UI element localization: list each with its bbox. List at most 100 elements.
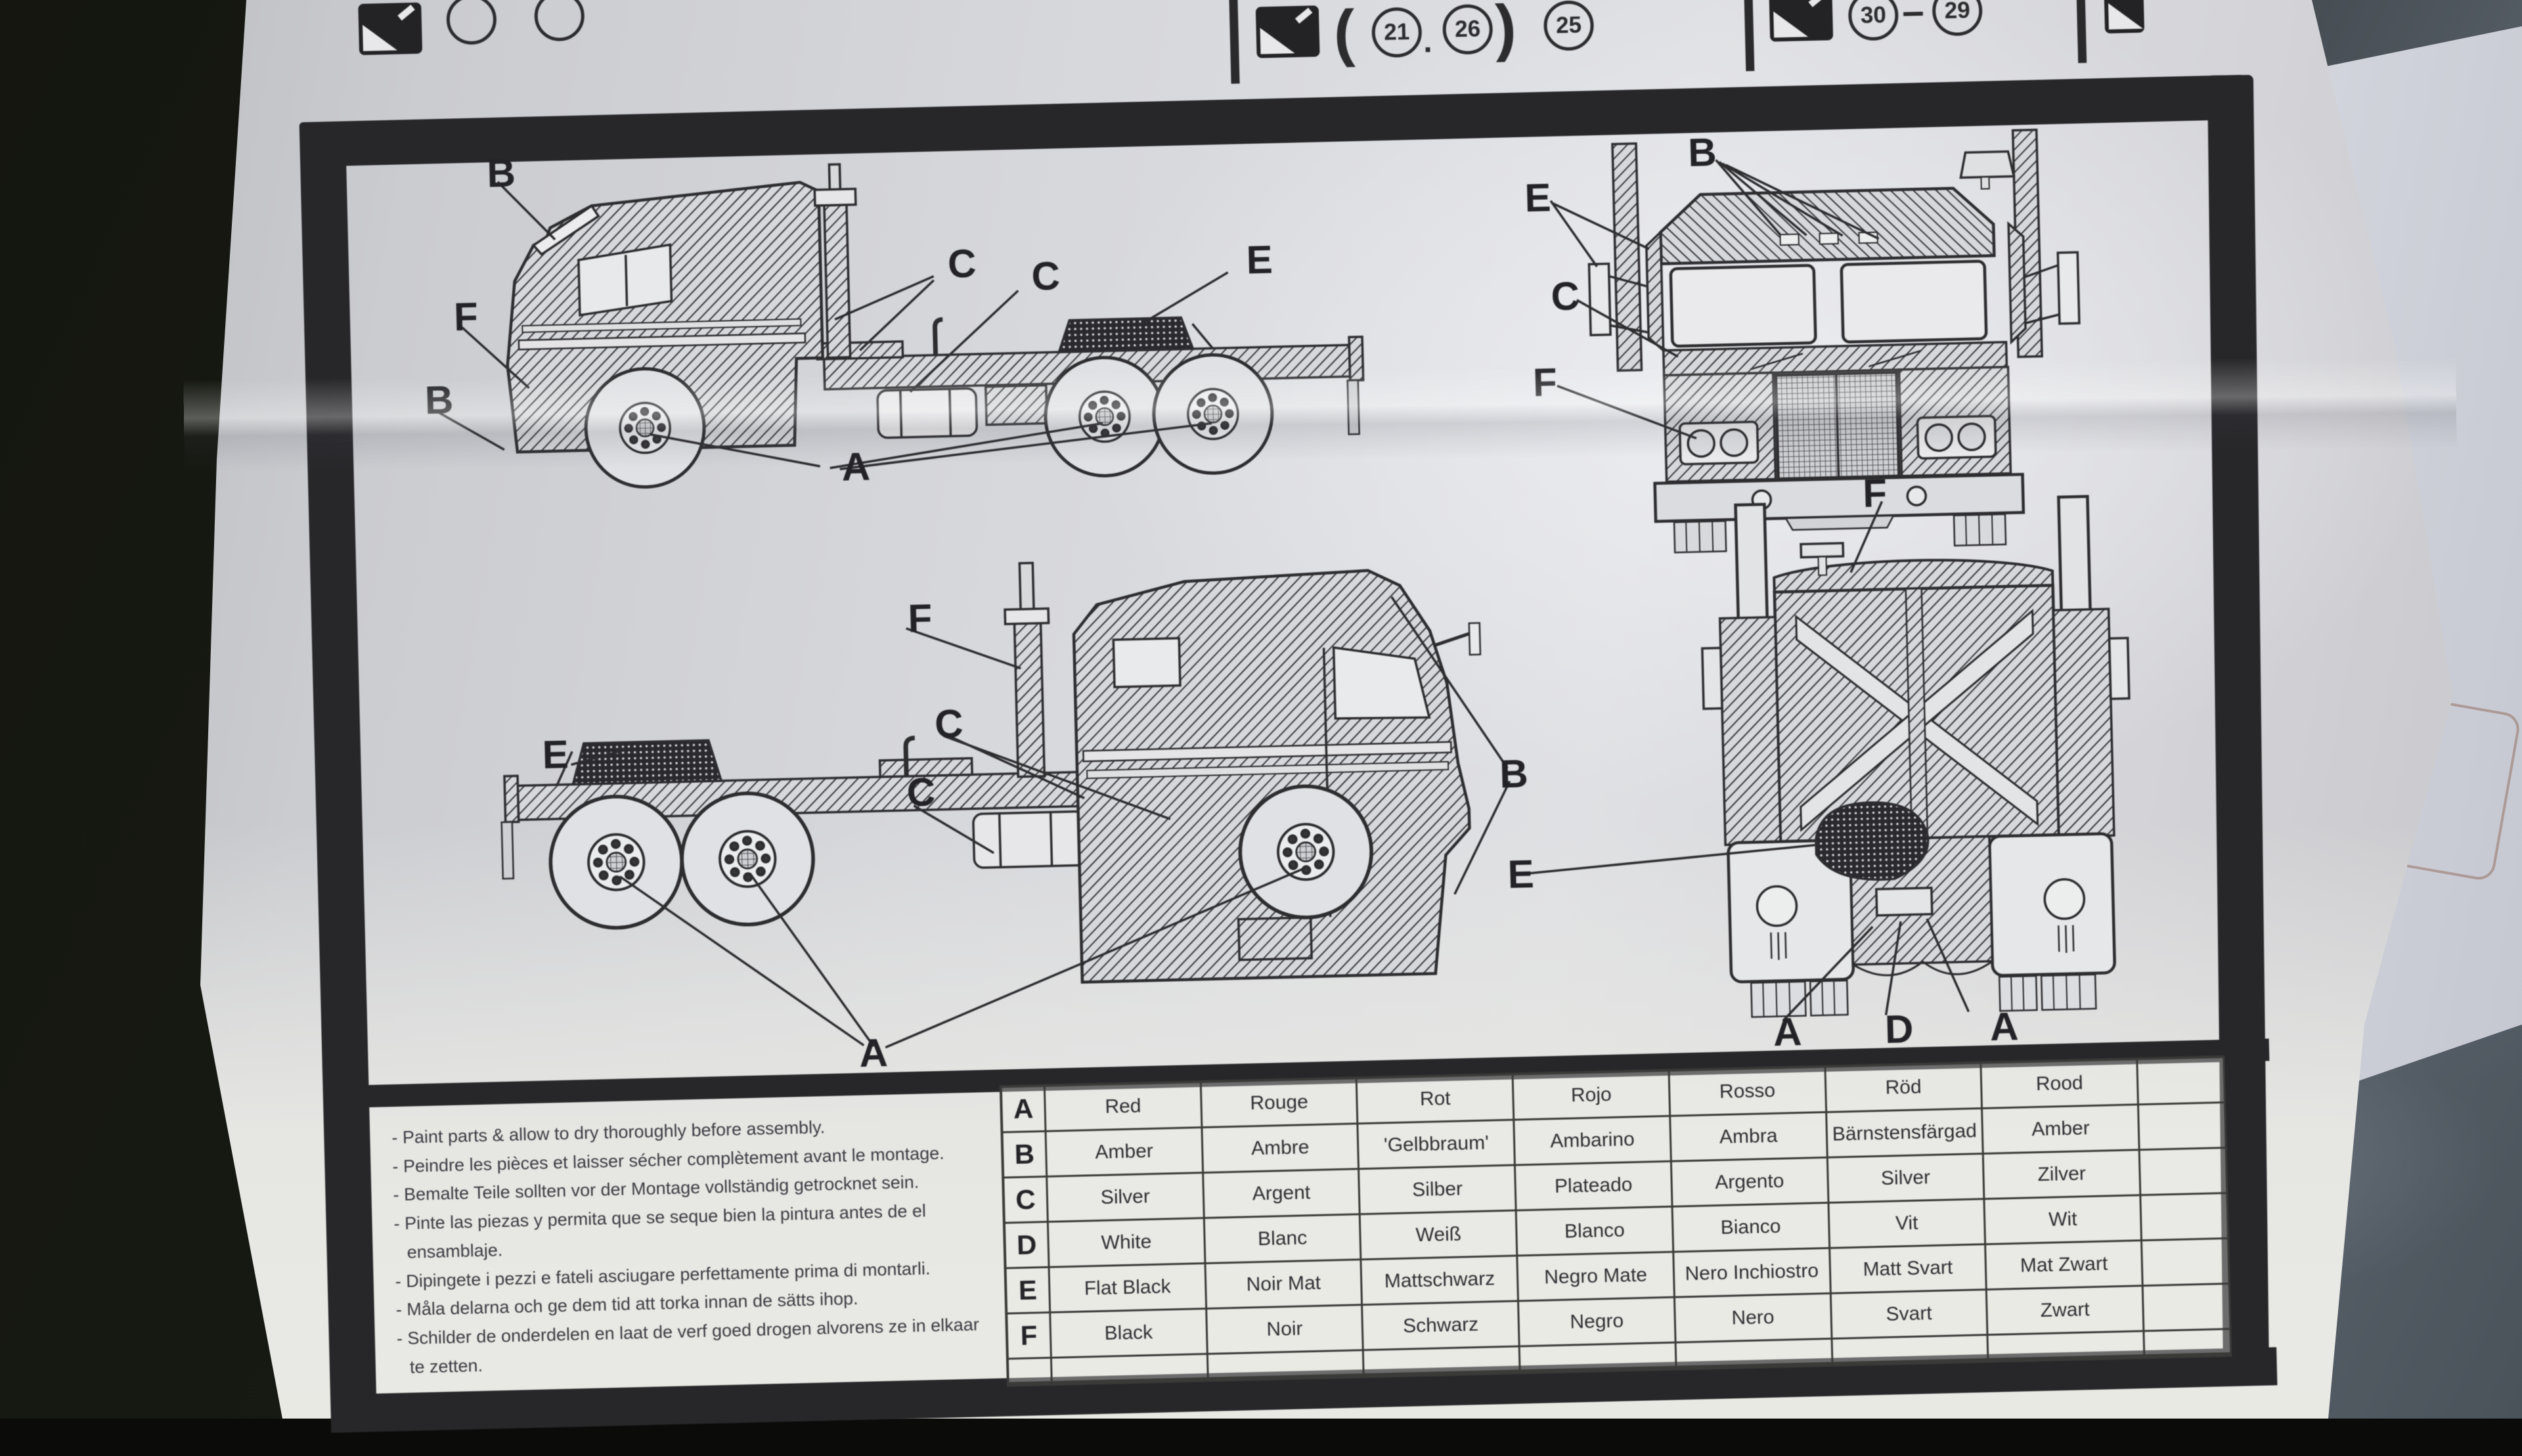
paint-icon (1255, 5, 1320, 58)
printed-content: ( 21 . 26 ) 25 30 – 29 (259, 0, 2303, 1456)
color-name-cell: Vit (1829, 1200, 1987, 1249)
color-name-cell: Silver (1048, 1174, 1205, 1223)
color-code-cell: E (1006, 1268, 1051, 1315)
step-number-circle (533, 0, 585, 42)
leader-lines (433, 181, 1229, 471)
empty-cell (1676, 1339, 1834, 1368)
paint-icon (358, 2, 423, 55)
empty-cell (2140, 1149, 2228, 1197)
color-name-cell: 'Gelbbraum' (1358, 1120, 1516, 1170)
color-name-cell: Ambre (1203, 1124, 1360, 1174)
callout-label: F (1862, 470, 1888, 516)
color-name-cell: White (1048, 1219, 1206, 1268)
color-name-cell: Schwarz (1363, 1302, 1520, 1352)
callout-label: F (1532, 360, 1559, 405)
diagram-side-view-top (433, 163, 1365, 492)
diagram-rear-view (1519, 495, 2131, 1022)
leader-lines (1519, 500, 1970, 1022)
empty-cell (2142, 1239, 2230, 1287)
color-name-cell: Mat Zwart (1986, 1241, 2144, 1291)
color-name-cell: Plateado (1516, 1162, 1673, 1212)
step-number-circle: 26 (1442, 3, 1493, 55)
callout-label: C (1550, 274, 1581, 319)
color-code-cell: D (1005, 1222, 1050, 1269)
diagram-front-view (1549, 128, 2081, 554)
color-name-cell: Silver (1828, 1155, 1985, 1204)
paint-icon (1769, 0, 1834, 42)
color-name-cell: Argento (1671, 1158, 1830, 1208)
empty-cell (1008, 1358, 1053, 1384)
color-name-cell: Negro Mate (1518, 1252, 1675, 1302)
notes-list: Paint parts & allow to dry thoroughly be… (384, 1109, 998, 1382)
color-name-cell: Blanco (1516, 1207, 1675, 1257)
paint-icon (2104, 0, 2145, 34)
color-name-cell: Ambarino (1515, 1116, 1672, 1166)
callout-label: D (1884, 1007, 1915, 1052)
color-name-cell: Negro (1519, 1298, 1677, 1348)
empty-cell (2141, 1193, 2230, 1242)
empty-cell (1988, 1332, 2146, 1360)
color-code-cell: F (1007, 1313, 1052, 1360)
step-number-circle: 25 (1543, 0, 1595, 51)
panel-divider (1744, 0, 1755, 72)
color-code-cell: B (1003, 1132, 1048, 1179)
empty-cell (1520, 1343, 1677, 1372)
panel-divider (2075, 0, 2087, 64)
dash: – (1901, 0, 1925, 33)
color-name-cell: Silber (1360, 1166, 1517, 1216)
color-name-cell: Amber (1983, 1105, 2140, 1155)
callout-label: C (906, 770, 937, 815)
step-number-circle (445, 0, 497, 45)
callout-label: C (1030, 254, 1061, 299)
color-name-cell: Argent (1203, 1170, 1361, 1220)
empty-cell (1051, 1354, 1209, 1383)
color-name-cell: Nero (1675, 1294, 1833, 1344)
empty-cell (1364, 1347, 1521, 1376)
color-name-cell: Matt Svart (1830, 1245, 1988, 1294)
step-number-circle: 29 (1932, 0, 1983, 37)
color-name-cell: Nero Inchiostro (1674, 1248, 1832, 1298)
paint-notes-box: Paint parts & allow to dry thoroughly be… (384, 1109, 998, 1386)
callout-label: E (1524, 175, 1553, 221)
callout-label: A (1989, 1004, 2020, 1049)
color-name-cell: Rojo (1513, 1071, 1671, 1121)
dot: . (1423, 24, 1433, 60)
callout-label: E (1245, 237, 1274, 282)
color-name-cell: Bianco (1673, 1203, 1830, 1253)
callout-label: B (1687, 130, 1718, 175)
leader-lines (571, 596, 1511, 1049)
callout-label: F (453, 294, 479, 340)
paren-open: ( (1333, 0, 1356, 68)
color-name-cell: Zwart (1987, 1287, 2145, 1336)
step-number-circle: 21 (1371, 7, 1423, 58)
callout-label: B (1499, 751, 1530, 797)
empty-cell (2144, 1329, 2232, 1357)
callout-label: C (947, 241, 978, 286)
empty-cell (2138, 1058, 2226, 1106)
leader-lines (1549, 159, 1880, 440)
color-name-cell: Red (1045, 1083, 1203, 1132)
callout-label: C (934, 701, 965, 747)
color-name-cell: Flat Black (1050, 1264, 1207, 1313)
color-name-cell: Ambra (1671, 1113, 1828, 1162)
color-name-cell: Svart (1831, 1290, 1989, 1340)
callout-label: F (907, 596, 933, 641)
color-name-cell: Noir (1206, 1306, 1365, 1355)
color-name-cell: Rouge (1201, 1079, 1359, 1129)
color-name-cell: Mattschwarz (1361, 1256, 1520, 1306)
callout-label: B (486, 150, 517, 196)
color-code-cell: A (1002, 1086, 1047, 1134)
step-number-circle: 30 (1847, 0, 1899, 41)
color-name-cell: Rood (1981, 1060, 2139, 1110)
color-name-cell: Black (1051, 1310, 1208, 1359)
color-name-cell: Röd (1826, 1064, 1983, 1113)
callout-label: E (1507, 852, 1536, 897)
color-name-cell: Rot (1358, 1075, 1515, 1125)
color-name-cell: Blanc (1205, 1215, 1362, 1265)
color-name-cell: Weiß (1361, 1211, 1518, 1261)
callout-label: A (1773, 1009, 1803, 1055)
color-name-cell: Wit (1985, 1196, 2143, 1245)
callout-label: A (858, 1030, 889, 1076)
